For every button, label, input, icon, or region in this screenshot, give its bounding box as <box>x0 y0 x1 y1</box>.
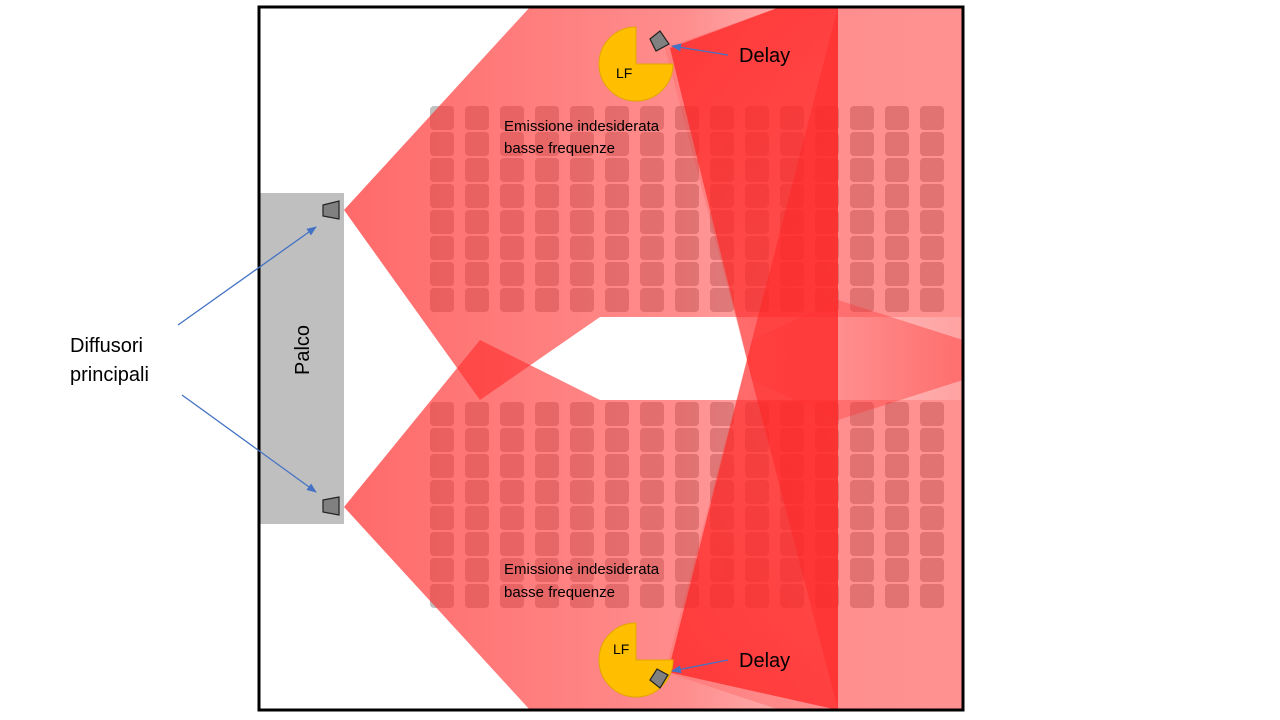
main-speaker-bottom-icon <box>322 496 340 516</box>
room-outline <box>257 5 965 712</box>
main-speaker-top-icon <box>322 200 340 220</box>
delay-bottom-label: Delay <box>739 650 790 672</box>
main-speakers-label-line2: principali <box>70 364 149 386</box>
coverage-zones <box>344 7 963 710</box>
delay-speaker-top-icon <box>649 30 670 52</box>
delay-top-label: Delay <box>739 45 790 67</box>
note-bottom-line2: basse frequenze <box>504 584 615 601</box>
main-speakers-arrow-top <box>177 226 317 326</box>
delay-bottom-arrow <box>671 659 729 674</box>
main-speakers-arrow-bottom <box>181 394 317 493</box>
lf-top-sub <box>598 26 674 102</box>
delay-bottom-leak <box>665 300 963 710</box>
lf-top-label: LF <box>616 65 632 81</box>
stage-label: Palco <box>292 325 314 375</box>
delay-top-arrow <box>671 43 729 56</box>
note-top-line1: Emissione indesiderata <box>504 118 660 135</box>
main-speakers-label-line1: Diffusori <box>70 335 143 357</box>
stage <box>259 193 344 524</box>
note-top-line2: basse frequenze <box>504 140 615 157</box>
delay-speaker-bottom-icon <box>649 668 669 689</box>
note-bottom-line1: Emissione indesiderata <box>504 561 660 578</box>
lf-bottom-label: LF <box>613 641 629 657</box>
